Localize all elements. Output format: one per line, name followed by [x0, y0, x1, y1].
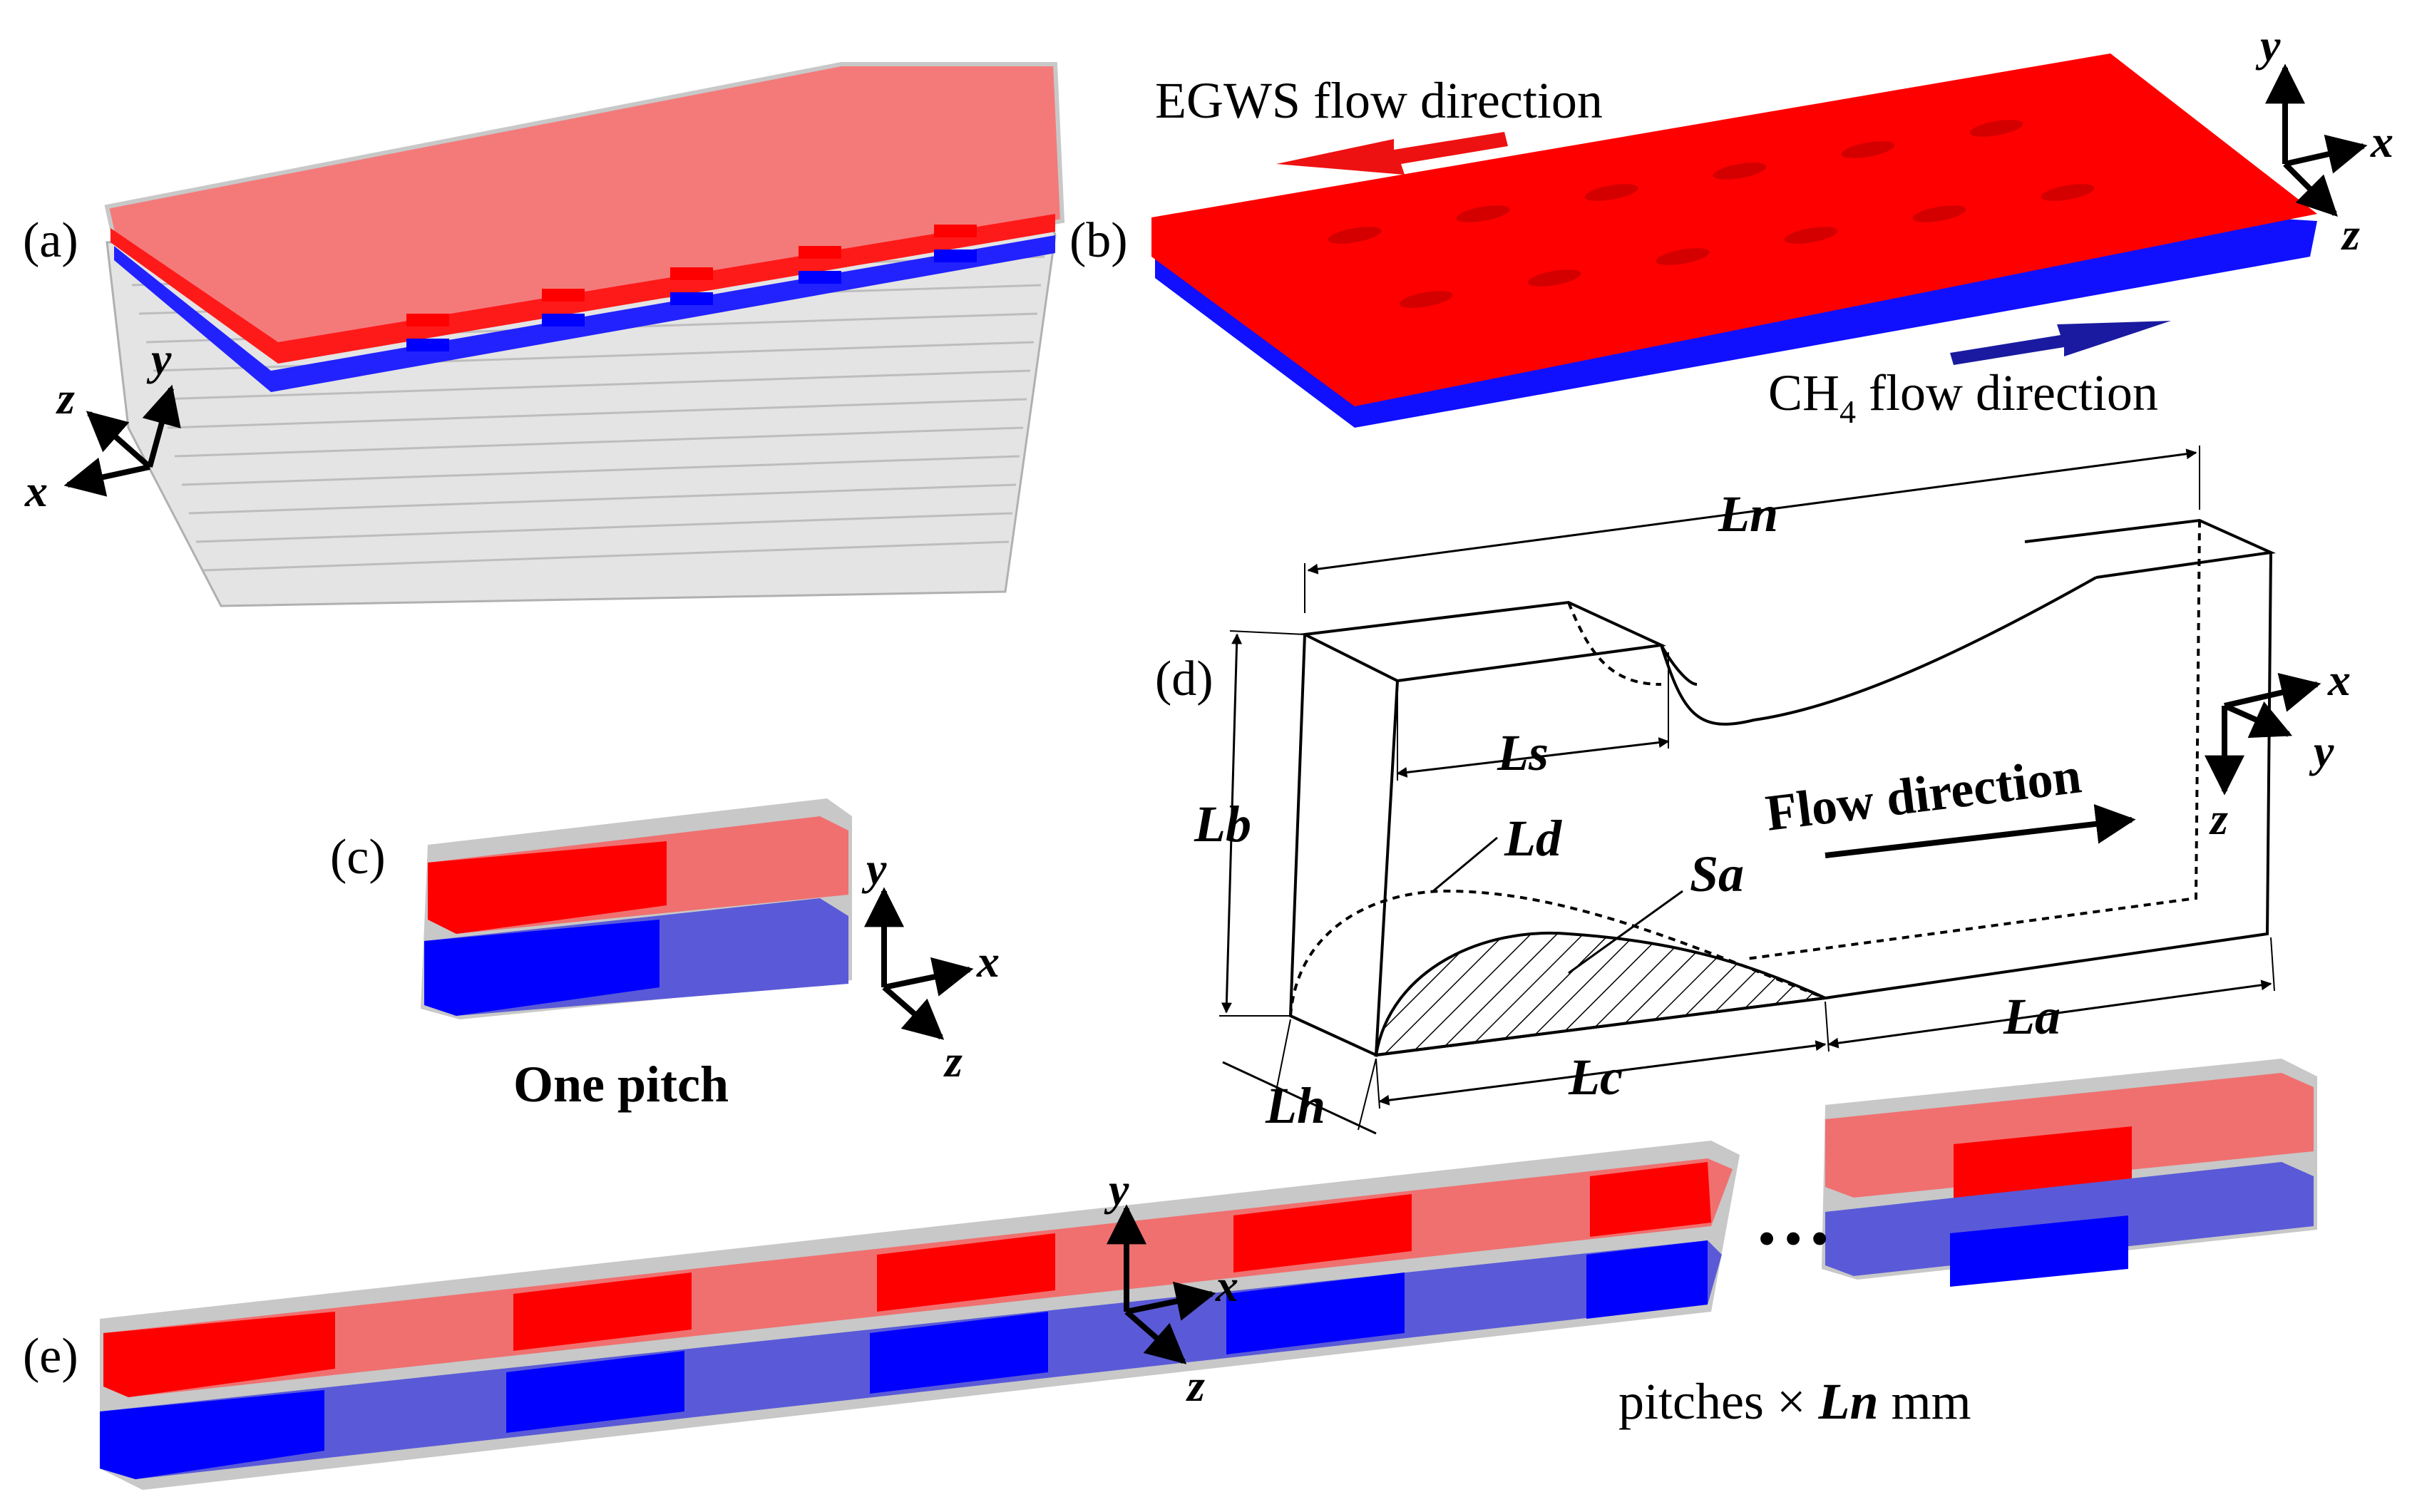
panel-e-axis-x: x	[1215, 1260, 1238, 1311]
panel-a-axis-z: z	[56, 373, 75, 423]
panel-d-Ln: Ln	[1718, 485, 1778, 542]
panel-b-dimples	[1328, 120, 2095, 308]
panel-e-caption: pitches × Ln mm	[1618, 1373, 1971, 1430]
panel-d-right-back	[1746, 520, 2201, 960]
panel-e-axes	[1107, 1204, 1216, 1364]
panel-b-egws-label: EGWS flow direction	[1155, 72, 1603, 129]
panel-e-right-hot-block	[1954, 1126, 2132, 1201]
panel-d-Sa: Sa	[1690, 845, 1744, 902]
panel-a-blue-blocks	[406, 250, 977, 351]
panel-b: EGWS flow direction CH4 flow direction (…	[1069, 20, 2393, 430]
panel-d-flow-label: Flow direction	[1762, 746, 2084, 842]
panel-d	[1219, 446, 2277, 1135]
panel-d-label: (d)	[1155, 652, 1213, 706]
panel-e-right-cold-block	[1950, 1215, 2128, 1287]
panel-d-Lh: Lh	[1265, 1077, 1325, 1134]
panel-a-axes	[63, 384, 181, 497]
panel-e-right-cold	[1825, 1162, 2314, 1276]
panel-d-top-outline	[1300, 600, 1667, 683]
panel-b-ch4-arrow	[1950, 321, 2171, 365]
panel-b-ch4-label: CH4 flow direction	[1768, 364, 2158, 430]
panel-d-axis-y: y	[2309, 726, 2334, 776]
panel-d-Lb-line	[1221, 633, 1243, 1014]
panel-d-Ld-arc	[1289, 889, 1826, 1017]
panel-b-axis-x: x	[2370, 116, 2393, 167]
panel-d-La: La	[2003, 988, 2061, 1045]
panel-d-top-right	[2024, 518, 2277, 579]
panel-d-Ln-line	[1307, 448, 2197, 575]
panel-e-left-cold-blocks	[100, 1240, 1708, 1479]
panel-d-Ld-leader	[1432, 836, 1498, 893]
panel-c-label: (c)	[330, 830, 386, 885]
panel-d-flow-arrow	[1825, 804, 2136, 858]
panel-b-egws-arrow	[1276, 132, 1508, 175]
panel-a-axis-x: x	[24, 466, 48, 516]
panel-d-La-line	[1827, 979, 2272, 1049]
panel-c-caption: One pitch	[513, 1056, 729, 1113]
panel-d-Ls: Ls	[1497, 724, 1549, 781]
panel-e-axis-y: y	[1104, 1164, 1129, 1215]
panel-b-axes	[2265, 63, 2368, 217]
panel-d-groove	[1660, 576, 2097, 726]
panel-d-Lb: Lb	[1194, 796, 1251, 853]
panel-c-axes	[864, 887, 974, 1040]
panel-c-hot-solid	[428, 841, 667, 934]
panel-c-axis-z: z	[943, 1036, 963, 1086]
panel-b-axis-z: z	[2341, 209, 2360, 259]
panel-d-groove-inner	[1660, 644, 1698, 686]
panel-d-axis-z: z	[2209, 793, 2228, 844]
panel-d-axis-x: x	[2327, 654, 2351, 705]
panel-b-axis-y: y	[2255, 20, 2281, 71]
panel-e-ellipsis: …	[1754, 1174, 1832, 1261]
panel-e: … (e) y x z pitches × Ln mm	[23, 1059, 2317, 1490]
panel-c-cold-solid	[424, 920, 660, 1016]
panel-a-label: (a)	[23, 213, 78, 268]
panel-b-label: (b)	[1069, 213, 1128, 268]
panel-e-label: (e)	[23, 1329, 78, 1384]
panel-d-Ls-line	[1396, 737, 1670, 778]
panel-d-Sa-leader	[1568, 890, 1683, 974]
panel-d-Lc-line	[1378, 1040, 1827, 1106]
panel-d-Ld: Ld	[1504, 810, 1562, 867]
panel-d-Lh-line	[1222, 1061, 1377, 1135]
panel-a-red-blocks	[406, 225, 977, 326]
panel-e-axis-z: z	[1186, 1360, 1205, 1411]
panel-c: (c) One pitch y x z	[330, 798, 1000, 1113]
panel-d-Sa-region	[1374, 932, 1831, 1057]
panel-e-left-hot-blocks	[103, 1162, 1711, 1397]
panel-d-groove-back	[1567, 602, 1662, 686]
panel-d-front-face	[1288, 634, 1399, 1058]
panel-d-Lc: Lc	[1568, 1049, 1623, 1106]
panel-d-axes	[2205, 673, 2321, 796]
panel-b-hot-plate	[1151, 53, 2317, 406]
panel-c-axis-x: x	[976, 936, 1000, 987]
panel-c-axis-y: y	[861, 843, 887, 894]
panel-a: (a) y z x	[23, 62, 1065, 607]
